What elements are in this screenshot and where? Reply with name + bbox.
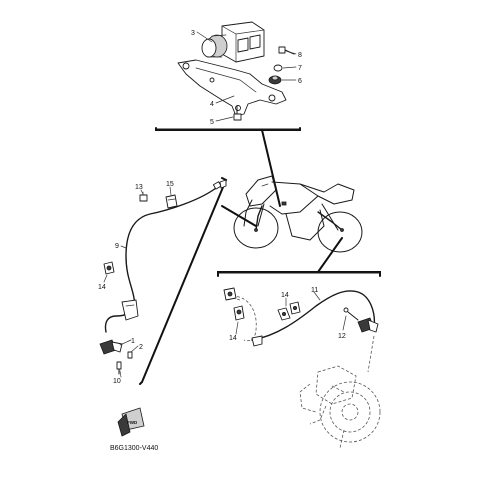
leader-lines — [103, 31, 347, 378]
rear-lead-connector[interactable] — [223, 287, 237, 301]
front-sensor-group — [99, 179, 227, 375]
callout-12: 12 — [338, 333, 346, 340]
rear-sensor-12[interactable] — [343, 307, 379, 333]
callout-10: 10 — [113, 378, 121, 385]
clamp-14-left[interactable] — [103, 261, 115, 275]
fwd-badge-text: FWD — [127, 420, 138, 425]
callout-5: 5 — [210, 119, 214, 126]
bolt-2[interactable] — [127, 351, 133, 359]
abs-bracket[interactable] — [177, 59, 287, 117]
callout-14-middle: 14 — [281, 292, 289, 299]
callout-2: 2 — [139, 344, 143, 351]
abs-hydraulic-unit[interactable] — [201, 21, 265, 63]
pointer-line-front — [221, 205, 257, 227]
callout-15: 15 — [166, 181, 174, 188]
rear-brake-reference — [299, 335, 381, 449]
pointer-line-rear — [317, 237, 343, 273]
callouts: 3 4 5 6 7 8 13 15 9 14 1 2 10 11 14 14 1… — [98, 30, 346, 385]
rear-sensor-lead-11[interactable] — [251, 290, 376, 341]
clamp-14-middle[interactable] — [277, 301, 301, 321]
section-divider-left — [139, 177, 228, 385]
callout-11: 11 — [311, 287, 318, 294]
drawing-code: B6G1300-V440 — [110, 445, 158, 452]
damper-6[interactable] — [268, 75, 282, 85]
collar-7[interactable] — [273, 64, 283, 72]
grommet-15[interactable] — [165, 194, 178, 209]
callout-13: 13 — [135, 184, 143, 191]
fwd-badge: FWD — [117, 407, 145, 437]
rear-sensor-group — [223, 287, 381, 449]
callout-3: 3 — [191, 30, 195, 37]
abs-unit-group — [177, 21, 295, 121]
section-divider-right — [217, 271, 381, 277]
callout-6: 6 — [298, 78, 302, 85]
clip-13[interactable] — [139, 191, 148, 202]
bolt-5[interactable] — [233, 105, 242, 121]
callout-8: 8 — [298, 52, 302, 59]
callout-14-left: 14 — [98, 284, 106, 291]
callout-4: 4 — [210, 101, 214, 108]
front-sensor-lead-9[interactable] — [104, 187, 217, 333]
front-sensor-1[interactable] — [99, 339, 123, 355]
pointer-line-top — [261, 129, 281, 207]
motorcycle-outline — [233, 175, 363, 253]
callout-14-lower: 14 — [229, 335, 237, 342]
bolt-10[interactable] — [116, 361, 122, 375]
callout-7: 7 — [298, 65, 302, 72]
callout-1: 1 — [131, 338, 135, 345]
clamp-14-lower[interactable] — [233, 305, 245, 321]
callout-9: 9 — [115, 243, 119, 250]
